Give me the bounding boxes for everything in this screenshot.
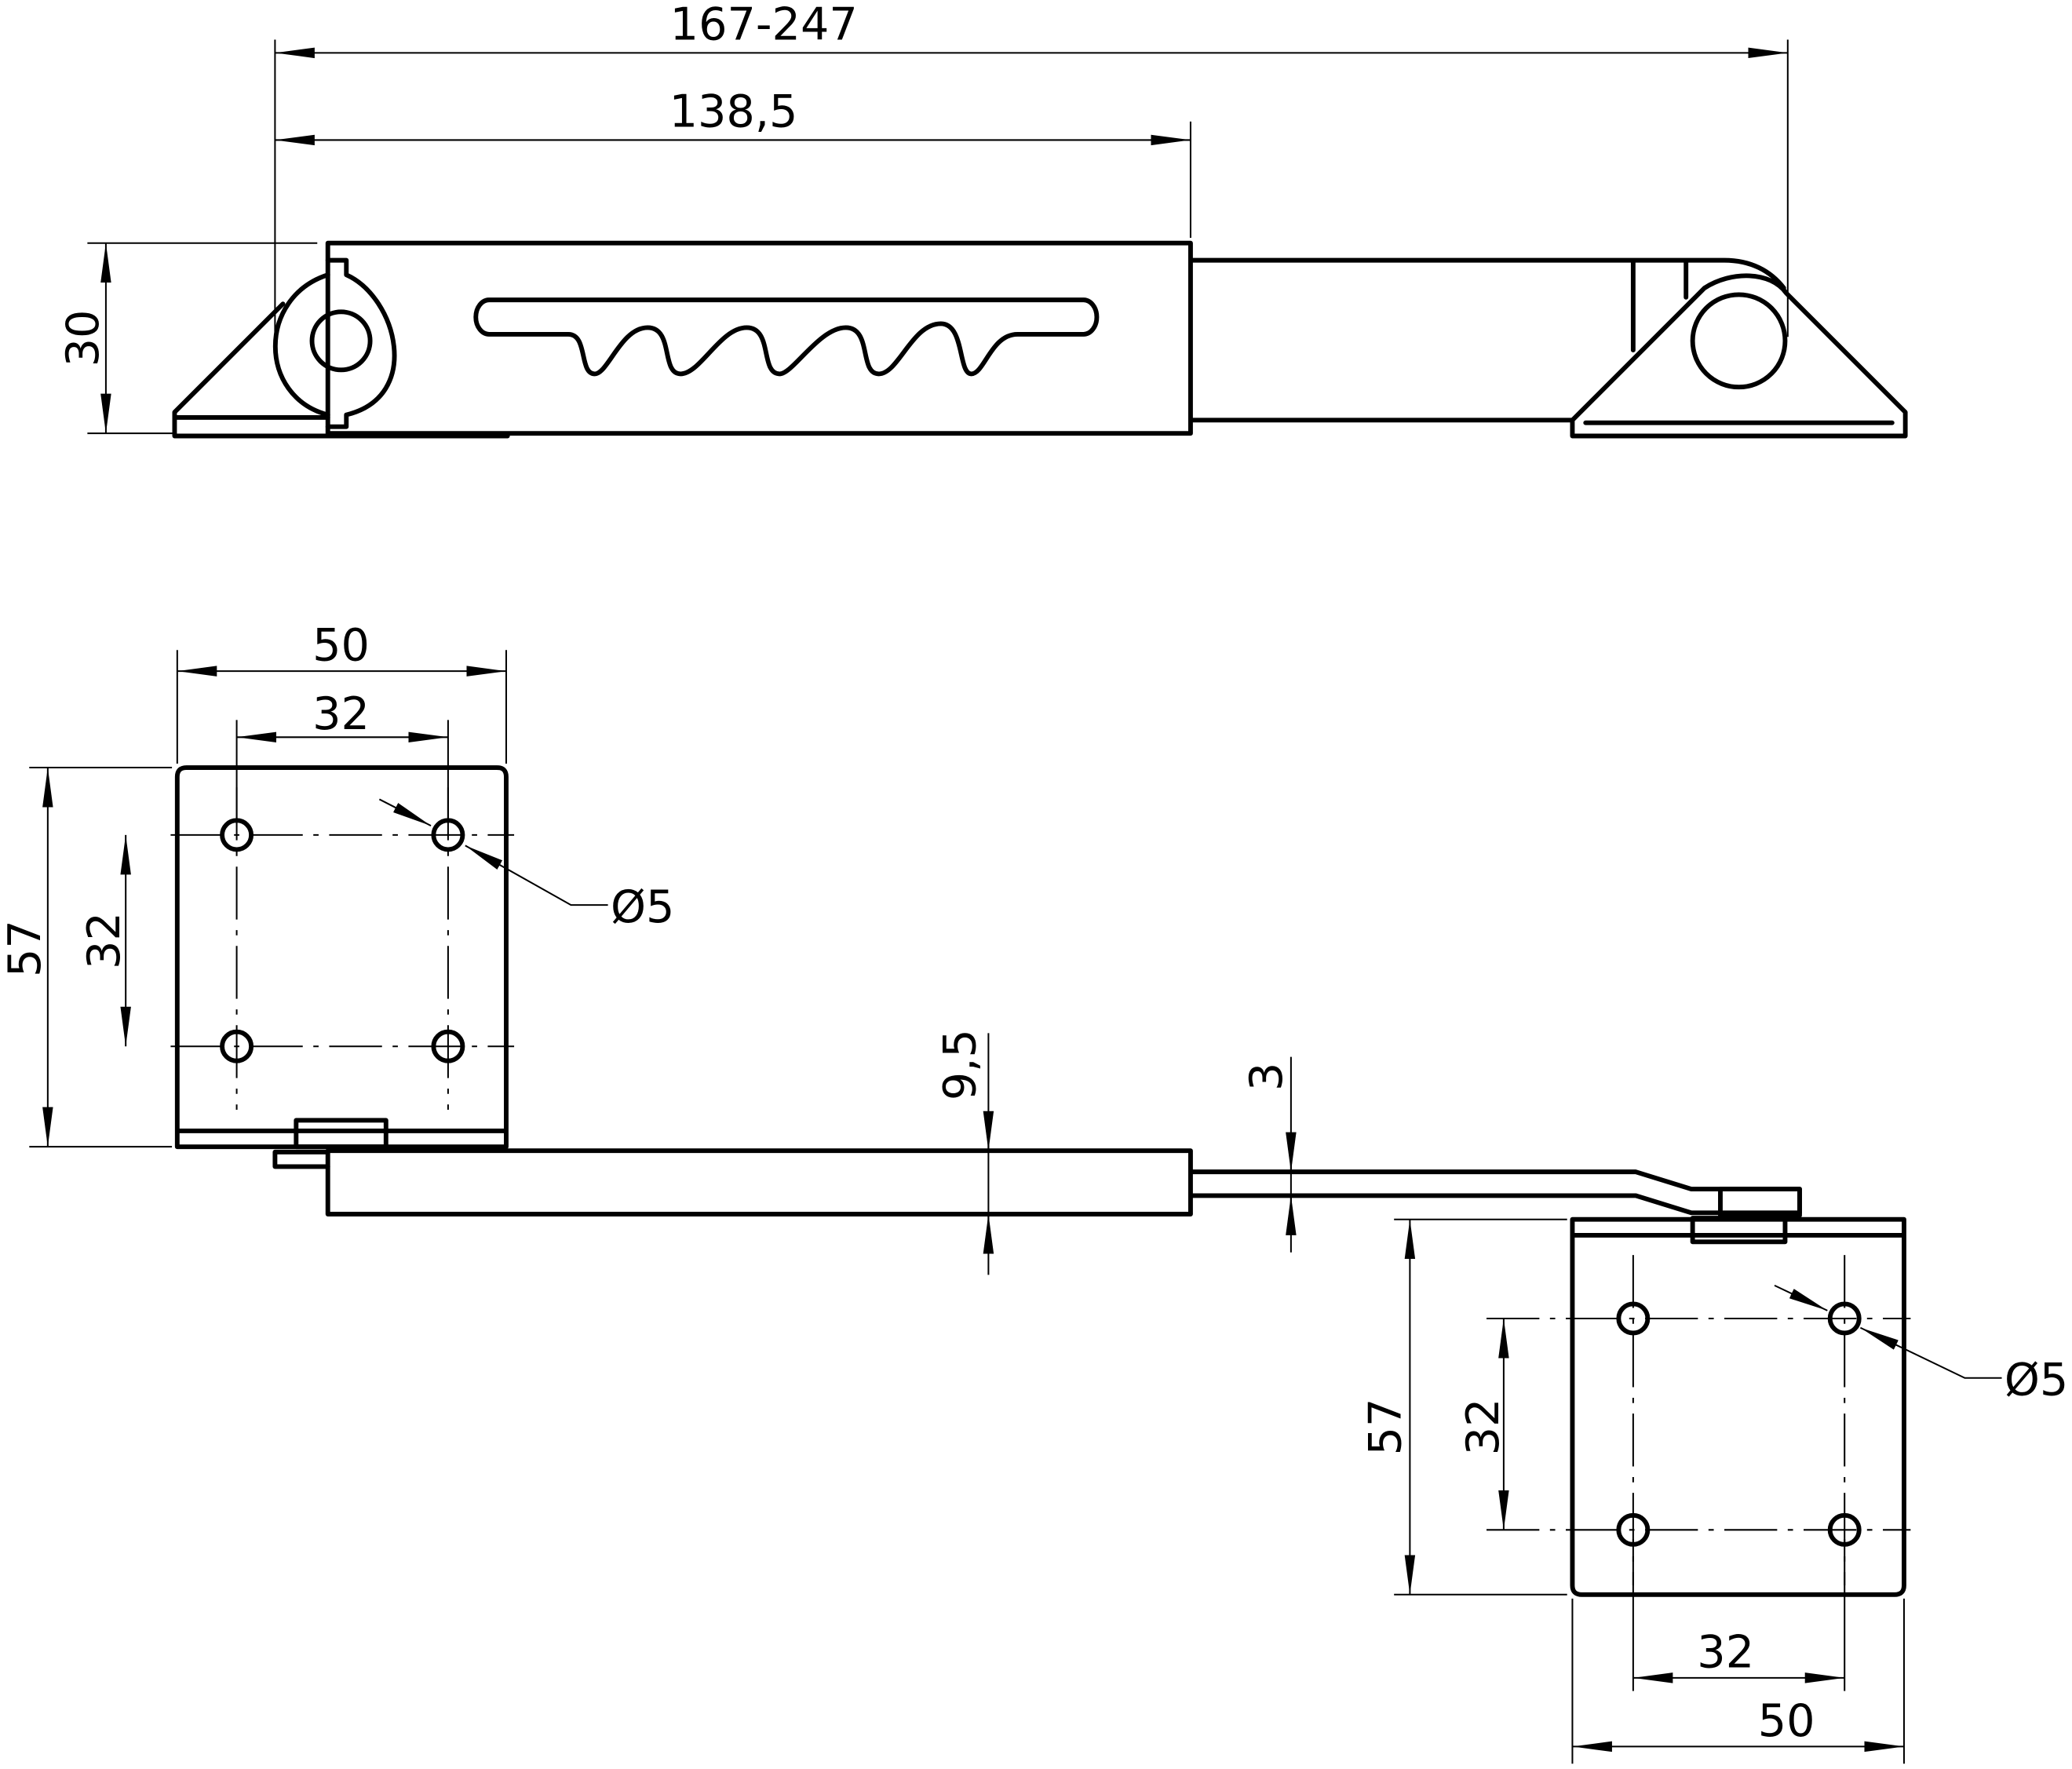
stay-plan: 9,5 3 [272,1029,1802,1275]
left-bracket-plan: 50 32 57 32 Ø5 [0,620,674,1150]
dim-right-hole-y: 32 [1457,1399,1509,1456]
dim-rod-thickness: 3 [1241,1063,1293,1091]
right-bracket-plan: 57 32 32 50 Ø5 [1360,1187,2068,1764]
dim-left-hole-x: 32 [312,688,370,740]
dim-right-hole-dia: Ø5 [2005,1355,2068,1406]
right-mount-bracket [1570,273,1908,439]
left-mount-bracket [172,301,510,439]
dim-left-width: 50 [312,620,370,672]
dim-height: 30 [57,310,109,367]
dim-overall-length: 167-247 [670,0,858,51]
dim-body-length: 138,5 [669,86,798,138]
pivot-boss [272,257,397,429]
dim-right-height: 57 [1360,1399,1412,1456]
ratchet-slot [473,297,1100,377]
stay-rod [1188,257,1786,423]
dim-left-height: 57 [0,920,51,977]
dim-right-width: 50 [1758,1695,1815,1747]
dim-left-hole-y: 32 [78,912,130,969]
dim-body-thickness: 9,5 [935,1029,987,1100]
pivot-hole [309,309,373,373]
mounting-holes [1487,1255,1911,1586]
top-view: 167-247 138,5 30 [57,0,1908,439]
right-pivot [1690,292,1788,390]
stay-body [325,240,1193,436]
dim-right-hole-x: 32 [1697,1626,1754,1678]
dim-left-hole-dia: Ø5 [611,881,674,933]
mounting-holes [170,787,515,1111]
